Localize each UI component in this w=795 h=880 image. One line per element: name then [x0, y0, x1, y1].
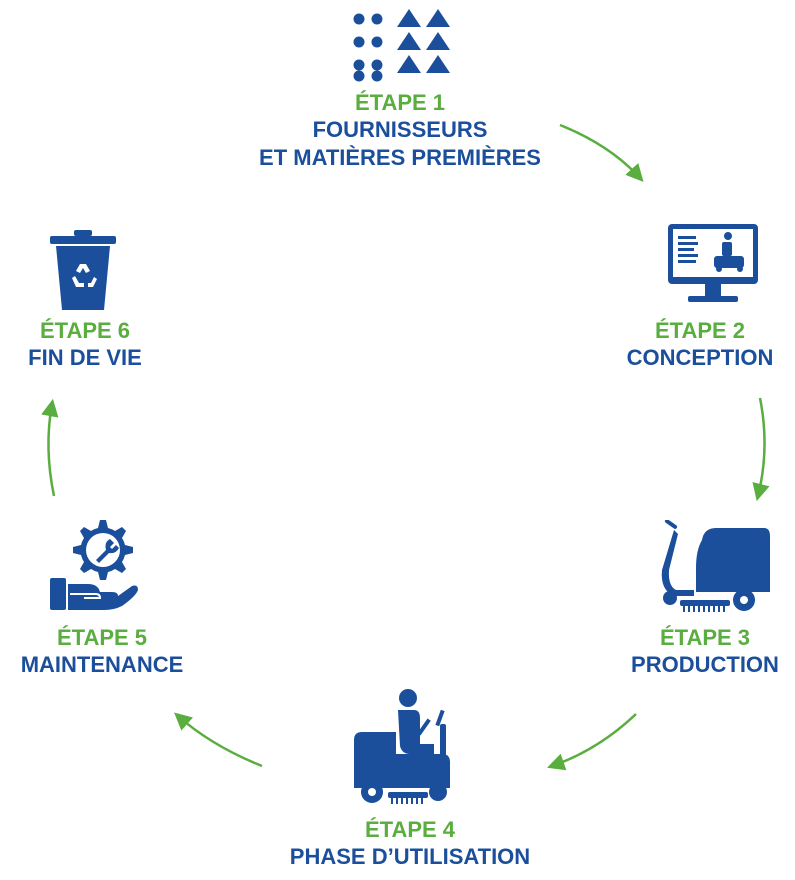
arrow-step5-to-step6 — [41, 398, 59, 497]
computer-design-icon — [668, 224, 758, 302]
step-6: ÉTAPE 6 FIN DE VIE — [0, 318, 170, 372]
step-3: ÉTAPE 3 PRODUCTION — [620, 625, 790, 679]
step-2-label: ÉTAPE 2 — [654, 318, 746, 343]
arrow-step2-to-step3 — [752, 397, 770, 502]
step-2: ÉTAPE 2 CONCEPTION — [600, 318, 795, 372]
step-2-title: CONCEPTION — [626, 345, 774, 370]
hand-gear-wrench-icon — [50, 520, 138, 610]
raw-materials-icon — [353, 9, 450, 82]
step-1: ÉTAPE 1 FOURNISSEURS ET MATIÈRES PREMIÈR… — [210, 90, 590, 172]
step-3-title: PRODUCTION — [631, 652, 779, 677]
step-6-title: FIN DE VIE — [28, 345, 142, 370]
step-5-label: ÉTAPE 5 — [56, 625, 148, 650]
step-6-label: ÉTAPE 6 — [39, 318, 131, 343]
scrubber-machine-icon — [661, 520, 770, 612]
step-1-title-line1: FOURNISSEURS — [312, 117, 488, 142]
recycle-bin-icon — [50, 230, 116, 310]
ride-on-scrubber-icon — [354, 689, 450, 804]
step-4-title: PHASE D’UTILISATION — [289, 844, 531, 869]
step-5-title: MAINTENANCE — [20, 652, 184, 677]
arrow-step3-to-step4 — [547, 713, 637, 771]
step-1-title-line2: ET MATIÈRES PREMIÈRES — [259, 145, 541, 170]
step-3-label: ÉTAPE 3 — [659, 625, 751, 650]
arrow-step1-to-step2 — [559, 123, 644, 182]
step-1-label: ÉTAPE 1 — [354, 90, 446, 115]
step-4-label: ÉTAPE 4 — [364, 817, 456, 842]
arrow-step4-to-step5 — [174, 712, 263, 768]
step-5: ÉTAPE 5 MAINTENANCE — [2, 625, 202, 679]
step-4: ÉTAPE 4 PHASE D’UTILISATION — [220, 817, 600, 871]
